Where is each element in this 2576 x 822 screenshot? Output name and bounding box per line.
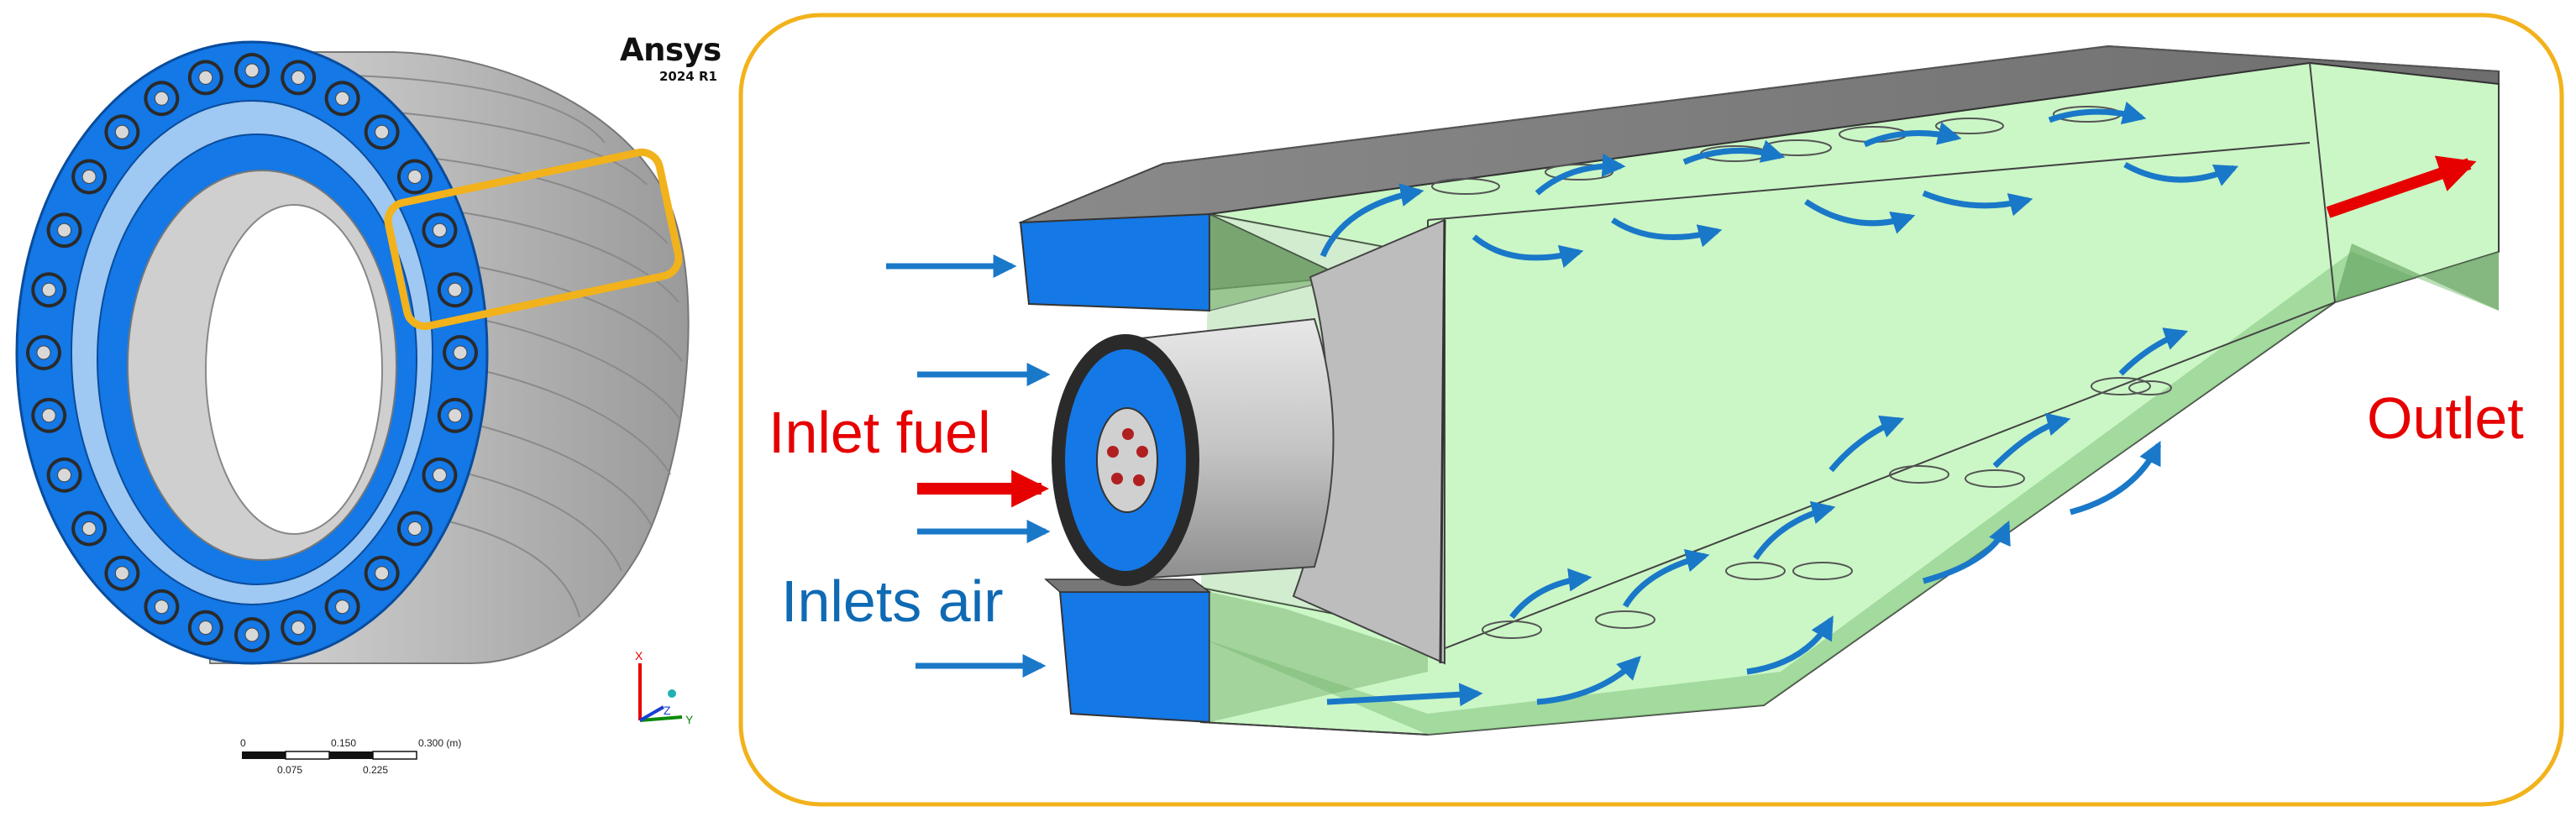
inlets-air-label: Inlets air <box>781 568 1004 634</box>
burner-can-nozzle <box>291 620 306 636</box>
air-inflow-arrows <box>886 254 1483 707</box>
scale-tick-300: 0.300 (m) <box>418 737 461 749</box>
bottom-dilution-holes <box>1482 377 2172 639</box>
callout-highlight-box <box>384 148 683 331</box>
outlet-flow-arrow <box>2326 155 2477 218</box>
upper-dilution-arrows <box>1319 101 2239 269</box>
scale-tick-075: 0.075 <box>277 764 302 776</box>
burner-can-nozzle <box>335 91 350 106</box>
burner-can-nozzle <box>448 408 463 423</box>
burner-cans <box>26 53 478 652</box>
burner-can-nozzle <box>432 468 447 483</box>
axis-triad: X Z Y <box>635 649 694 726</box>
triad-y-label: Y <box>685 713 694 726</box>
burner-can-nozzle <box>375 124 390 139</box>
inlet-fuel-label: Inlet fuel <box>769 400 991 465</box>
burner-can-nozzle <box>453 345 468 360</box>
burner-can-nozzle <box>81 170 97 185</box>
outlet-label: Outlet <box>2367 385 2524 451</box>
burner-can-nozzle <box>198 70 213 85</box>
burner-can-nozzle <box>41 408 56 423</box>
triad-z-label: Z <box>664 704 671 717</box>
burner-can-nozzle <box>291 70 306 85</box>
burner-can-nozzle <box>36 345 51 360</box>
burner-can-nozzle <box>154 599 169 615</box>
scale-bar: 0 0.150 0.300 (m) 0.075 0.225 <box>240 737 461 776</box>
burner-can-nozzle <box>244 63 260 78</box>
combustor-can-detail <box>886 45 2500 736</box>
fuel-injector-holes <box>1107 428 1148 486</box>
air-inlet-lower <box>1058 591 1210 724</box>
burner-can-nozzle <box>154 91 169 106</box>
detail-frame <box>738 13 2564 807</box>
ansys-version: 2024 R1 <box>659 69 717 84</box>
burner-can-nozzle <box>114 566 129 581</box>
burner-can-nozzle <box>41 282 56 297</box>
burner-can-nozzle <box>407 521 422 536</box>
ansys-logo: Ansys <box>620 32 721 68</box>
burner-can-nozzle <box>407 170 422 185</box>
burner-can-nozzle <box>244 627 260 642</box>
burner-can-nozzle <box>57 468 72 483</box>
triad-x-label: X <box>635 649 643 662</box>
burner-can-nozzle <box>375 566 390 581</box>
scale-tick-150: 0.150 <box>331 737 356 749</box>
center-bore <box>205 204 383 535</box>
air-inlet-upper <box>1019 212 1210 312</box>
burner-can-nozzle <box>198 620 213 636</box>
burner-can-nozzle <box>81 521 97 536</box>
lower-dilution-arrows <box>1509 327 2189 705</box>
scale-tick-0: 0 <box>240 737 246 749</box>
burner-can-nozzle <box>448 282 463 297</box>
scale-tick-225: 0.225 <box>363 764 388 776</box>
burner-can-nozzle <box>432 223 447 238</box>
burner-can-nozzle <box>114 124 129 139</box>
annular-combustor-model <box>15 40 690 665</box>
burner-can-nozzle <box>57 223 72 238</box>
burner-can-nozzle <box>335 599 350 615</box>
